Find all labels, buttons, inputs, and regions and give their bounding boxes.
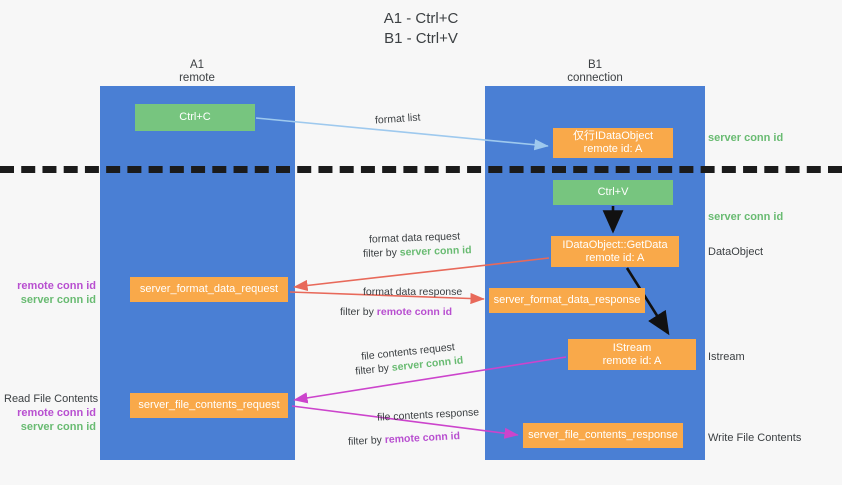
- label-write-file-contents: Write File Contents: [708, 432, 802, 444]
- page-title: A1 - Ctrl+C B1 - Ctrl+V: [0, 9, 842, 49]
- lane-a1-name: A1: [189, 59, 205, 71]
- box-server-file-contents-response[interactable]: server_file_contents_response: [523, 423, 683, 448]
- lane-b1-name: B1: [587, 59, 603, 71]
- caption-file-contents-response: file contents response: [376, 406, 480, 424]
- label-read-file-contents-group: Read File Contents remote conn id server…: [4, 392, 99, 434]
- box-server-file-contents-request-label: server_file_contents_request: [138, 399, 280, 411]
- box-server-format-data-response-label: server_format_data_response: [493, 294, 641, 306]
- box-server-format-data-request-label: server_format_data_request: [139, 283, 279, 295]
- caption-filter-by-4: filter by: [347, 434, 383, 448]
- box-idataobject-getdata-label: IDataObject::GetData remote id: A: [562, 238, 668, 264]
- label-server-conn-id-2: server conn id: [20, 421, 96, 433]
- label-server-conn-id-1: server conn id: [20, 294, 96, 306]
- box-idataobject-getdata[interactable]: IDataObject::GetData remote id: A: [551, 236, 679, 267]
- caption-file-contents-response-filter: filter by remote conn id: [348, 429, 461, 449]
- caption-filter-by-1: filter by: [362, 246, 398, 260]
- box-istream-label: IStream remote id: A: [602, 341, 662, 367]
- caption-remote-conn-id-1: remote conn id: [376, 306, 453, 318]
- caption-format-data-response-filter: filter by remote conn id: [340, 305, 452, 319]
- caption-format-data-response: format data response: [363, 286, 463, 298]
- lane-b1-role: connection: [567, 72, 623, 84]
- box-ctrl-v[interactable]: Ctrl+V: [553, 180, 673, 205]
- caption-format-data-request-filter: filter by server conn id: [363, 243, 472, 261]
- label-server-conn-id-mid: server conn id: [708, 211, 784, 223]
- box-ctrl-c[interactable]: Ctrl+C: [135, 104, 255, 131]
- box-server-format-data-request[interactable]: server_format_data_request: [130, 277, 288, 302]
- box-idataobject[interactable]: 仅行IDataObject remote id: A: [553, 128, 673, 158]
- title-line-1: A1 - Ctrl+C: [383, 10, 459, 27]
- box-idataobject-label: 仅行IDataObject remote id: A: [572, 130, 654, 155]
- caption-filter-by-3: filter by: [354, 362, 390, 378]
- label-dataobject: DataObject: [708, 246, 764, 258]
- caption-server-conn-id-1: server conn id: [399, 244, 472, 259]
- box-server-file-contents-response-label: server_file_contents_response: [528, 429, 678, 441]
- title-line-2: B1 - Ctrl+V: [384, 30, 458, 47]
- lane-a1-role: remote: [179, 72, 215, 84]
- lane-header-a1: A1 remote: [137, 59, 257, 85]
- lane-header-b1: B1 connection: [535, 59, 655, 85]
- caption-filter-by-2: filter by: [340, 306, 374, 318]
- label-conn-ids-format: remote conn id server conn id: [8, 279, 96, 307]
- label-server-conn-id-top: server conn id: [708, 132, 784, 144]
- label-remote-conn-id-2: remote conn id: [17, 407, 96, 419]
- caption-format-list: format list: [374, 111, 421, 127]
- box-server-file-contents-request[interactable]: server_file_contents_request: [130, 393, 288, 418]
- dashed-divider: [0, 166, 842, 173]
- label-read-file-contents: Read File Contents: [4, 393, 99, 405]
- box-istream[interactable]: IStream remote id: A: [568, 339, 696, 370]
- caption-remote-conn-id-2: remote conn id: [384, 430, 461, 446]
- box-server-format-data-response[interactable]: server_format_data_response: [489, 288, 645, 313]
- box-ctrl-v-label: Ctrl+V: [597, 186, 629, 198]
- label-remote-conn-id-1: remote conn id: [17, 280, 96, 292]
- box-ctrl-c-label: Ctrl+C: [179, 111, 211, 123]
- label-istream: Istream: [708, 351, 745, 363]
